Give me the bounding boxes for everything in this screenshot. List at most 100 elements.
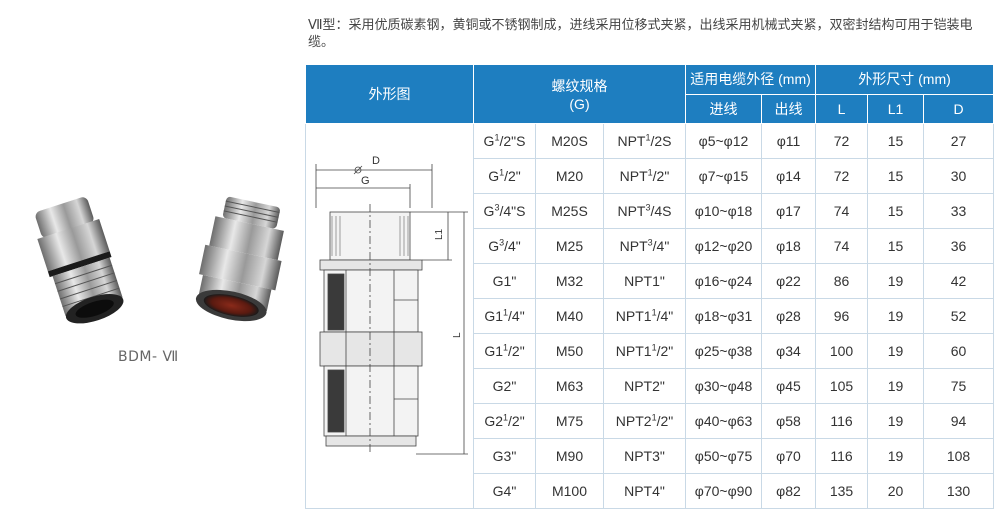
cell-L: 74 [815,228,869,264]
fraction-numerator: 1 [499,167,505,178]
cell-npt: NPT21/2" [603,403,686,439]
cell-inlet: φ70~φ90 [685,473,762,509]
left-gland [35,197,124,324]
fraction-numerator: 1 [494,132,500,143]
cell-g: G4" [473,473,536,509]
cable-gland-photo [35,196,284,324]
right-gland [195,196,284,322]
fraction-numerator: 1 [651,412,657,423]
cell-npt: NPT4" [603,473,686,509]
drawing-label-G: G [361,175,370,187]
cell-D: 42 [923,263,995,299]
cell-outlet: φ58 [760,403,817,439]
fraction-numerator: 1 [503,412,509,423]
cell-inlet: φ50~φ75 [685,438,762,474]
cell-m: M100 [535,473,604,509]
cell-inlet: φ5~φ12 [685,123,762,159]
cell-D: 130 [923,473,995,509]
cell-npt: NPT1" [603,263,686,299]
cell-m: M90 [535,438,604,474]
cell-inlet: φ40~φ63 [685,403,762,439]
cell-inlet: φ7~φ15 [685,158,762,194]
fraction-numerator: 3 [645,202,651,213]
cell-L: 135 [815,473,869,509]
product-caption: BDM- Ⅶ [118,349,179,365]
cell-D: 60 [923,333,995,369]
cell-L1: 19 [867,298,925,334]
cell-D: 75 [923,368,995,404]
cell-inlet: φ25~φ38 [685,333,762,369]
product-photos [20,190,290,340]
cell-outlet: φ22 [760,263,817,299]
cell-outlet: φ82 [760,473,817,509]
cell-L1: 19 [867,333,925,369]
header-thread-title: 螺纹规格 [551,78,608,94]
cell-m: M75 [535,403,604,439]
header-inlet: 进线 [685,93,762,124]
drawing-label-L1: L1 [434,228,445,240]
cell-inlet: φ16~φ24 [685,263,762,299]
cell-m: M40 [535,298,604,334]
fraction-numerator: 3 [647,237,653,248]
table-row: D G L1 L G1/2"S M20S NPT1/2S φ5~φ12 φ11 … [305,123,995,509]
cell-D: 94 [923,403,995,439]
cell-npt: NPT11/2" [603,333,686,369]
cell-L: 74 [815,193,869,229]
header-dims: 外形尺寸 (mm) [815,64,995,95]
cell-L1: 19 [867,368,925,404]
header-thread-sub: (G) [569,96,590,112]
cell-L: 86 [815,263,869,299]
header-outlet: 出线 [760,93,817,124]
cell-L: 72 [815,123,869,159]
drawing-label-D: D [372,155,380,167]
cell-g: G3/4"S [473,193,536,229]
cell-inlet: φ10~φ18 [685,193,762,229]
cell-L1: 19 [867,438,925,474]
cell-outlet: φ17 [760,193,817,229]
cell-g: G1/2"S [473,123,536,159]
cell-npt: NPT2" [603,368,686,404]
fraction-numerator: 1 [503,307,509,318]
header-shape: 外形图 [305,64,474,124]
drawing-label-L: L [452,332,463,338]
cell-L: 100 [815,333,869,369]
cell-inlet: φ30~φ48 [685,368,762,404]
cell-inlet: φ18~φ31 [685,298,762,334]
cell-L: 116 [815,438,869,474]
cell-D: 52 [923,298,995,334]
cell-L1: 15 [867,228,925,264]
cell-outlet: φ34 [760,333,817,369]
header-L1: L1 [867,93,925,124]
cell-inlet: φ12~φ20 [685,228,762,264]
cell-m: M63 [535,368,604,404]
cell-L1: 15 [867,158,925,194]
cell-g: G1/2" [473,158,536,194]
cell-m: M50 [535,333,604,369]
cell-npt: NPT1/2" [603,158,686,194]
cell-g: G3" [473,438,536,474]
header-thread: 螺纹规格 (G) [473,64,686,124]
cell-npt: NPT3/4S [603,193,686,229]
cell-L1: 15 [867,123,925,159]
cell-g: G21/2" [473,403,536,439]
cell-g: G11/2" [473,333,536,369]
cell-g: G2" [473,368,536,404]
cell-L: 105 [815,368,869,404]
cell-m: M20 [535,158,604,194]
cell-L: 96 [815,298,869,334]
spec-table: 外形图 螺纹规格 (G) 适用电缆外径 (mm) 外形尺寸 (mm) 进线 出线… [305,64,995,509]
cell-D: 33 [923,193,995,229]
cell-L1: 15 [867,193,925,229]
fraction-numerator: 3 [499,237,505,248]
header-D: D [923,93,995,124]
fraction-numerator: 1 [503,342,509,353]
spec-table-wrapper: 外形图 螺纹规格 (G) 适用电缆外径 (mm) 外形尺寸 (mm) 进线 出线… [305,64,995,509]
cell-m: M32 [535,263,604,299]
